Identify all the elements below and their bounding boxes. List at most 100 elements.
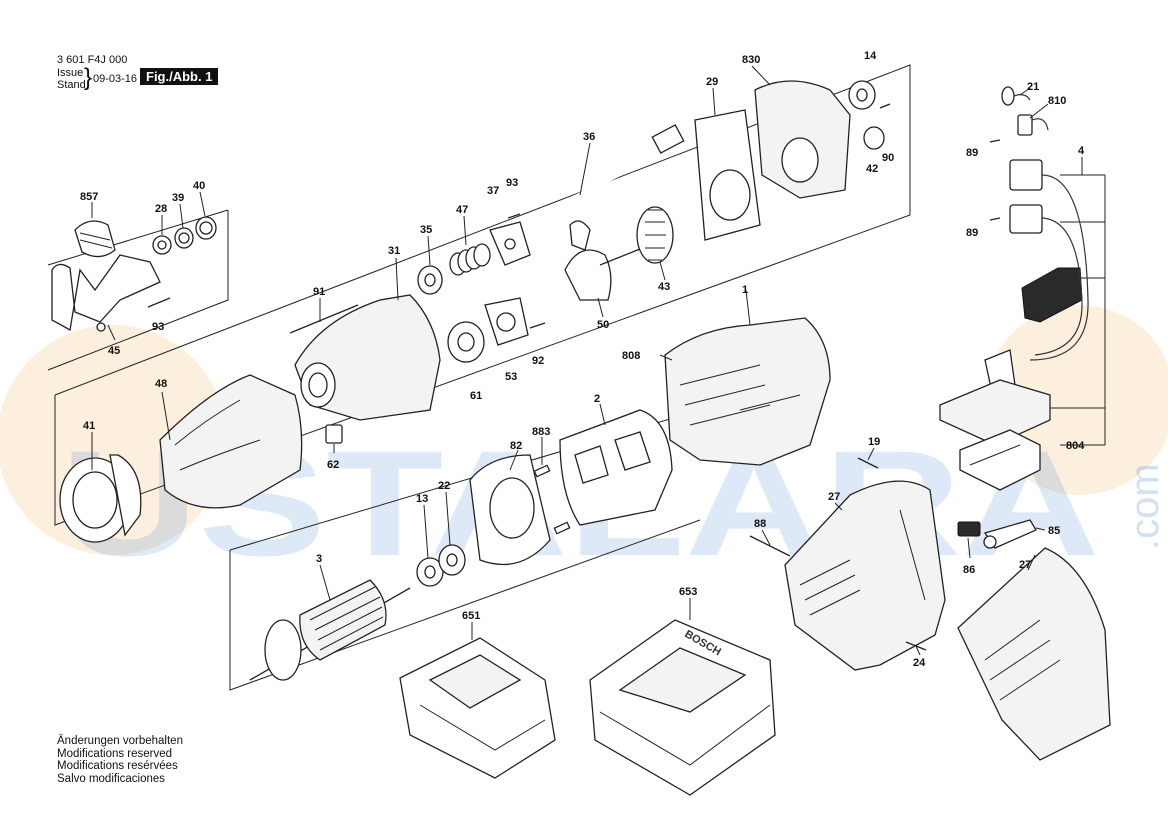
part-37-bracket (489, 221, 531, 266)
watermark-suffix: .com (1123, 463, 1167, 550)
part-91-long-screw (289, 304, 359, 334)
part-857-clamp (74, 220, 116, 258)
part-61-bearing (447, 321, 485, 363)
callout-85: 85 (1048, 525, 1060, 537)
callout-92: 92 (532, 355, 544, 367)
footer-line-de: Änderungen vorbehalten (57, 735, 183, 747)
callout-27-left: 27 (828, 491, 840, 503)
callout-39: 39 (172, 192, 184, 204)
part-41-cap (59, 454, 142, 543)
callout-29: 29 (706, 76, 718, 88)
callout-3: 3 (316, 553, 322, 565)
callout-47: 47 (456, 204, 468, 216)
callout-857: 857 (80, 191, 98, 203)
modifications-note: Änderungen vorbehalten Modifications res… (57, 735, 183, 785)
stand-label: Stand (57, 79, 86, 91)
callout-50: 50 (597, 319, 609, 331)
callout-37: 37 (487, 185, 499, 197)
callout-61: 61 (470, 390, 482, 402)
callout-4: 4 (1078, 145, 1085, 157)
callout-21: 21 (1027, 81, 1039, 93)
part-27-housing-right (957, 547, 1111, 761)
part-85-lever (983, 519, 1037, 549)
footer-line-fr: Modifications resérvées (57, 760, 178, 772)
part-43-gear (636, 206, 674, 264)
part-90-screw (879, 103, 891, 109)
part-810-brush (1017, 114, 1049, 136)
callout-86: 86 (963, 564, 975, 576)
part-3-armature (249, 579, 411, 681)
callout-1: 1 (742, 284, 748, 296)
part-39-ring (174, 227, 194, 249)
part-29-gasket (694, 109, 761, 241)
callout-2: 2 (594, 393, 600, 405)
brace-glyph: } (84, 64, 93, 91)
callout-28: 28 (155, 203, 167, 215)
callout-62: 62 (327, 459, 339, 471)
callout-48: 48 (155, 378, 167, 390)
callout-653: 653 (679, 586, 697, 598)
footer-line-es: Salvo modificaciones (57, 772, 166, 785)
callout-45: 45 (108, 345, 120, 357)
part-31-gearbox (294, 294, 441, 421)
part-92-screw (529, 322, 546, 329)
callout-43: 43 (658, 281, 670, 293)
leader-lines (91, 65, 1083, 656)
part-82-baffle (469, 454, 551, 566)
part-35-bushing (417, 265, 443, 295)
part-89-screw-upper (989, 139, 1001, 143)
callout-89-lower: 89 (966, 227, 978, 239)
part-62-bolt (325, 424, 343, 444)
part-651-battery (399, 637, 556, 779)
issue-label: Issue (57, 67, 84, 79)
callout-42: 42 (866, 163, 878, 175)
part-4-switch-assembly (984, 159, 1089, 393)
callout-883: 883 (532, 426, 550, 438)
callout-91: 91 (313, 286, 325, 298)
part-22-bearing (438, 544, 466, 576)
callout-27-right: 27 (1019, 559, 1031, 571)
drawing-code: 3 601 F4J 000 (57, 54, 128, 66)
callout-82: 82 (510, 440, 522, 452)
figure-badge: Fig./Abb. 1 (140, 68, 219, 85)
part-28-washer (152, 235, 172, 255)
callout-830: 830 (742, 54, 760, 66)
callout-804: 804 (1066, 440, 1085, 452)
part-36-shaft (539, 124, 691, 217)
callout-31: 31 (388, 245, 400, 257)
part-86-button (957, 521, 981, 537)
callout-90: 90 (882, 152, 894, 164)
part-27-housing-left (784, 480, 946, 671)
part-93-screw (147, 297, 171, 308)
callout-24: 24 (913, 657, 926, 669)
watermark-circle-left (0, 325, 227, 555)
callout-40: 40 (193, 180, 205, 192)
callout-53: 53 (505, 371, 517, 383)
footer-line-en: Modifications reserved (57, 747, 173, 760)
callout-22: 22 (438, 480, 450, 492)
part-42-bushing (863, 126, 885, 150)
callout-808: 808 (622, 350, 640, 362)
part-40-ring (195, 216, 217, 240)
callout-labels: 857 28 39 40 93 45 48 41 91 31 62 35 47 … (80, 50, 1085, 669)
part-47-spring (449, 243, 491, 276)
callout-93-bracket: 93 (506, 177, 518, 189)
part-88-screw (749, 535, 791, 557)
callout-810: 810 (1048, 95, 1066, 107)
part-14-bearing (848, 80, 876, 110)
part-93-small-screw (507, 213, 521, 219)
part-804-electronics (939, 379, 1051, 491)
callout-93-chuck: 93 (152, 321, 164, 333)
part-21-coil (1001, 86, 1031, 106)
part-53-plate (484, 297, 529, 346)
part-653-charger: BOSCH (589, 619, 776, 796)
callout-13: 13 (416, 493, 428, 505)
part-89-screw-lower (989, 217, 1001, 221)
callout-14: 14 (864, 50, 877, 62)
part-2-stator (559, 409, 673, 526)
callout-89-upper: 89 (966, 147, 978, 159)
callout-41: 41 (83, 420, 95, 432)
part-830-gear-case (754, 80, 851, 199)
